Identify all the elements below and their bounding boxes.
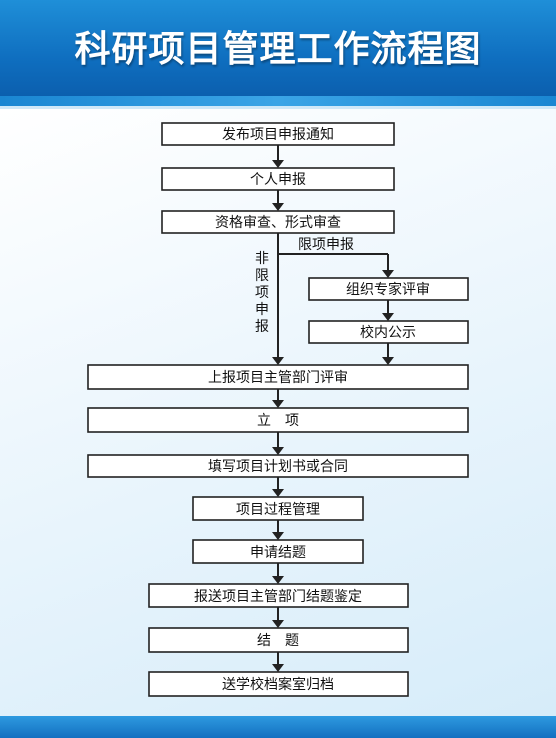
step-establish-box — [87, 407, 469, 433]
step-report-conclusion-box — [148, 583, 409, 608]
arrowhead-1 — [272, 160, 284, 168]
step-conclusion-box — [148, 627, 409, 653]
header-banner: 科研项目管理工作流程图 — [0, 0, 556, 96]
branch-non-limited-char-1: 非 — [255, 251, 269, 267]
arrowhead-expert — [382, 313, 394, 321]
branch-non-limited-label: 非 限 项 申 报 — [255, 251, 269, 335]
branch-non-limited-char-5: 报 — [255, 319, 269, 335]
step-archive-box — [148, 671, 409, 697]
step-report-conclusion: 报送项目主管部门结题鉴定 — [194, 589, 362, 605]
step-expert-review: 组织专家评审 — [346, 281, 430, 298]
step-archive: 送学校档案室归档 — [222, 676, 334, 693]
step-report-dept: 上报项目主管部门评审 — [208, 370, 348, 386]
step-review: 资格审查、形式审查 — [215, 215, 341, 231]
step-fill-contract-box — [87, 454, 469, 478]
step-process-mgmt-box — [192, 496, 364, 521]
arrowhead-3 — [272, 400, 284, 408]
step-publicity: 校内公示 — [360, 324, 416, 341]
footer-band — [0, 716, 556, 738]
step-apply-conclusion-box — [192, 539, 364, 564]
step-apply-conclusion: 申请结题 — [250, 545, 306, 561]
arrowhead-6 — [272, 532, 284, 540]
branch-non-limited-char-4: 申 — [255, 302, 269, 318]
branch-non-limited-char-3: 项 — [255, 285, 269, 301]
page-title: 科研项目管理工作流程图 — [74, 29, 482, 70]
step-publish-notice: 发布项目申报通知 — [222, 126, 334, 143]
arrowhead-7 — [272, 576, 284, 584]
arrowhead-8 — [272, 620, 284, 628]
branch-limited-label: 限项申报 — [298, 237, 354, 253]
arrowhead-publicity — [382, 357, 394, 365]
step-process-mgmt: 项目过程管理 — [236, 502, 320, 518]
step-publicity-box — [308, 320, 469, 344]
step-fill-contract: 填写项目计划书或合同 — [208, 459, 348, 475]
branch-non-limited-char-2: 限 — [255, 268, 269, 284]
arrowhead-limited — [382, 270, 394, 278]
step-expert-review-box — [308, 277, 469, 301]
step-publish-notice-box — [161, 122, 395, 146]
step-report-dept-box — [87, 364, 469, 390]
arrowhead-9 — [272, 664, 284, 672]
arrowhead-non-limited — [272, 357, 284, 365]
arrowhead-2 — [272, 203, 284, 211]
header-rule — [0, 96, 556, 106]
arrowhead-5 — [272, 489, 284, 497]
step-individual-apply-box — [161, 167, 395, 191]
arrowhead-4 — [272, 447, 284, 455]
step-establish: 立 项 — [257, 413, 299, 429]
step-review-box — [161, 210, 395, 234]
step-conclusion: 结 题 — [257, 633, 299, 649]
step-individual-apply: 个人申报 — [250, 172, 306, 188]
header-rule-light — [0, 106, 556, 109]
